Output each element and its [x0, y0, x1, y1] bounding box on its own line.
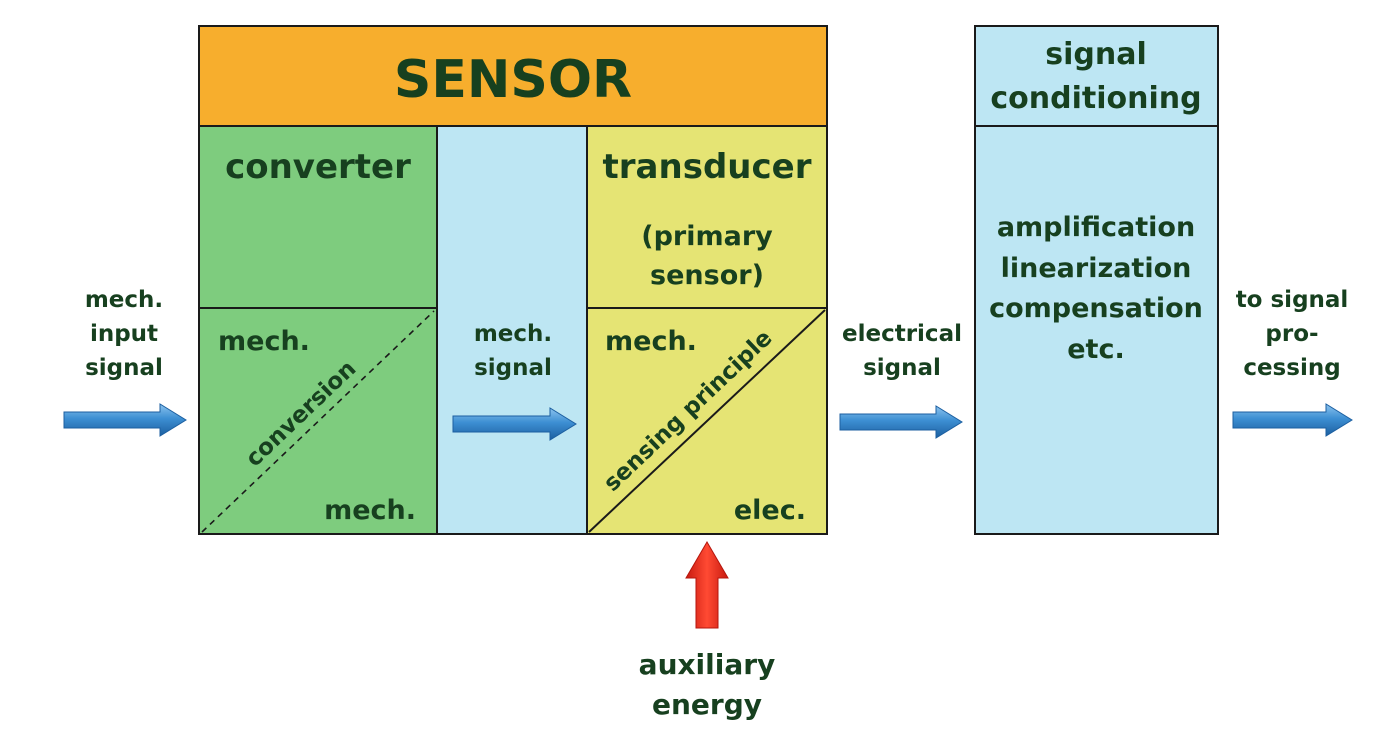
conditioning-item-etc: etc. — [1067, 334, 1124, 365]
auxiliary-energy-arrow-icon — [685, 541, 729, 629]
auxiliary-energy-line1: auxiliary — [639, 648, 776, 681]
sensor-title: SENSOR — [394, 50, 632, 110]
electrical-signal-line1: electrical — [842, 321, 962, 347]
conversion-input-label: mech. — [218, 326, 310, 357]
sensing-input-label: mech. — [605, 326, 697, 357]
electrical-signal-label: electrical signal — [842, 321, 962, 381]
electrical-signal-line2: signal — [863, 355, 941, 381]
sensor-block: SENSOR converter mech. conversion mech. … — [198, 25, 828, 535]
mech-signal-label-line1: mech. — [474, 321, 552, 347]
conditioning-item-amplification: amplification — [997, 212, 1195, 243]
sensing-output-label: elec. — [734, 495, 806, 526]
conversion-output-label: mech. — [324, 495, 416, 526]
transducer-subtitle-line2: sensor) — [650, 260, 764, 291]
electrical-signal-arrow-icon — [839, 405, 963, 439]
output-signal-label: to signal pro- cessing — [1236, 287, 1349, 381]
input-signal-line3: signal — [85, 355, 163, 381]
converter-title: converter — [225, 147, 411, 187]
output-signal-line2: pro- — [1265, 321, 1318, 347]
output-signal-line1: to signal — [1236, 287, 1349, 313]
signal-conditioning-header — [974, 25, 1219, 127]
mech-signal-label-line2: signal — [474, 355, 552, 381]
signal-conditioning-title-line2: conditioning — [990, 81, 1201, 116]
mech-signal-arrow-icon — [452, 407, 577, 441]
converter-block — [198, 125, 438, 309]
auxiliary-energy-line2: energy — [652, 688, 762, 721]
sensor-header — [198, 25, 828, 127]
output-signal-line3: cessing — [1243, 355, 1340, 381]
mech-signal-column — [436, 125, 588, 535]
input-signal-arrow-icon — [63, 403, 187, 437]
signal-conditioning-block: signal conditioning amplification linear… — [974, 25, 1219, 535]
output-signal-arrow-icon — [1232, 403, 1353, 437]
input-signal-line2: input — [90, 321, 158, 347]
sensing-principle-diagonal — [588, 309, 826, 533]
conversion-diagonal — [201, 310, 435, 533]
transducer-subtitle-line1: (primary — [641, 221, 773, 252]
conditioning-item-compensation: compensation — [989, 293, 1203, 324]
conditioning-item-linearization: linearization — [1001, 253, 1192, 284]
transducer-title: transducer — [603, 147, 812, 187]
signal-conditioning-body — [974, 125, 1219, 535]
input-signal-line1: mech. — [85, 287, 163, 313]
signal-conditioning-title-line1: signal — [1045, 37, 1147, 72]
input-signal-label: mech. input signal — [85, 287, 163, 381]
transducer-block — [586, 125, 828, 309]
